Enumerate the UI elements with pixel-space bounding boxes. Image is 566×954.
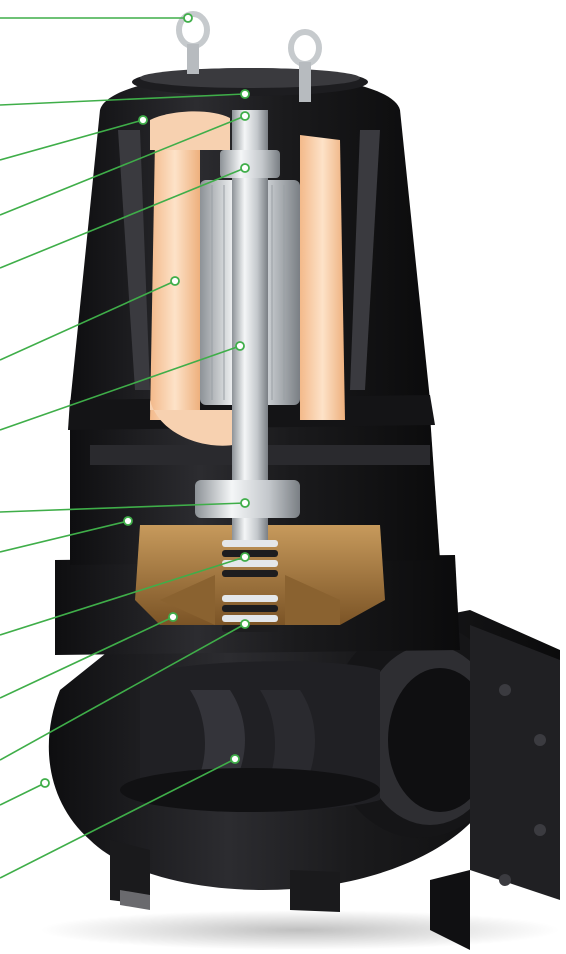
callout-lines: [0, 13, 250, 879]
callout-dot-5: [240, 163, 250, 173]
callout-dot-4: [240, 111, 250, 121]
ground-shadow: [40, 910, 560, 950]
callout-line-11: [0, 616, 174, 699]
shaft: [232, 110, 268, 540]
callout-line-12: [0, 623, 246, 761]
callout-dot-8: [240, 498, 250, 508]
callout-line-7: [0, 345, 241, 431]
callout-line-5: [0, 167, 246, 269]
callout-dot-10: [240, 552, 250, 562]
callout-line-9: [0, 520, 129, 553]
callout-line-3: [0, 119, 144, 161]
callout-line-6: [0, 280, 176, 361]
top-cover: [132, 68, 368, 96]
callout-dot-13: [40, 778, 50, 788]
callout-line-10: [0, 556, 246, 636]
upper-bearing: [220, 150, 280, 178]
stator-winding: [150, 111, 345, 446]
lifting-eye-bolts: [176, 11, 322, 102]
callout-line-2: [0, 93, 246, 106]
callout-dot-6: [170, 276, 180, 286]
impeller: [120, 661, 380, 812]
callout-line-14: [0, 758, 236, 879]
callout-line-8: [0, 502, 246, 513]
callout-dot-2: [240, 89, 250, 99]
callout-line-4: [0, 115, 246, 216]
mechanical-seal-lower: [222, 595, 278, 632]
callout-dot-7: [235, 341, 245, 351]
callout-dot-11: [168, 612, 178, 622]
callout-dot-1: [183, 13, 193, 23]
callout-dot-9: [123, 516, 133, 526]
callout-dot-12: [240, 619, 250, 629]
callout-dot-3: [138, 115, 148, 125]
mechanical-seal-upper: [222, 540, 278, 577]
callout-dot-14: [230, 754, 240, 764]
callout-line-13: [0, 782, 46, 806]
